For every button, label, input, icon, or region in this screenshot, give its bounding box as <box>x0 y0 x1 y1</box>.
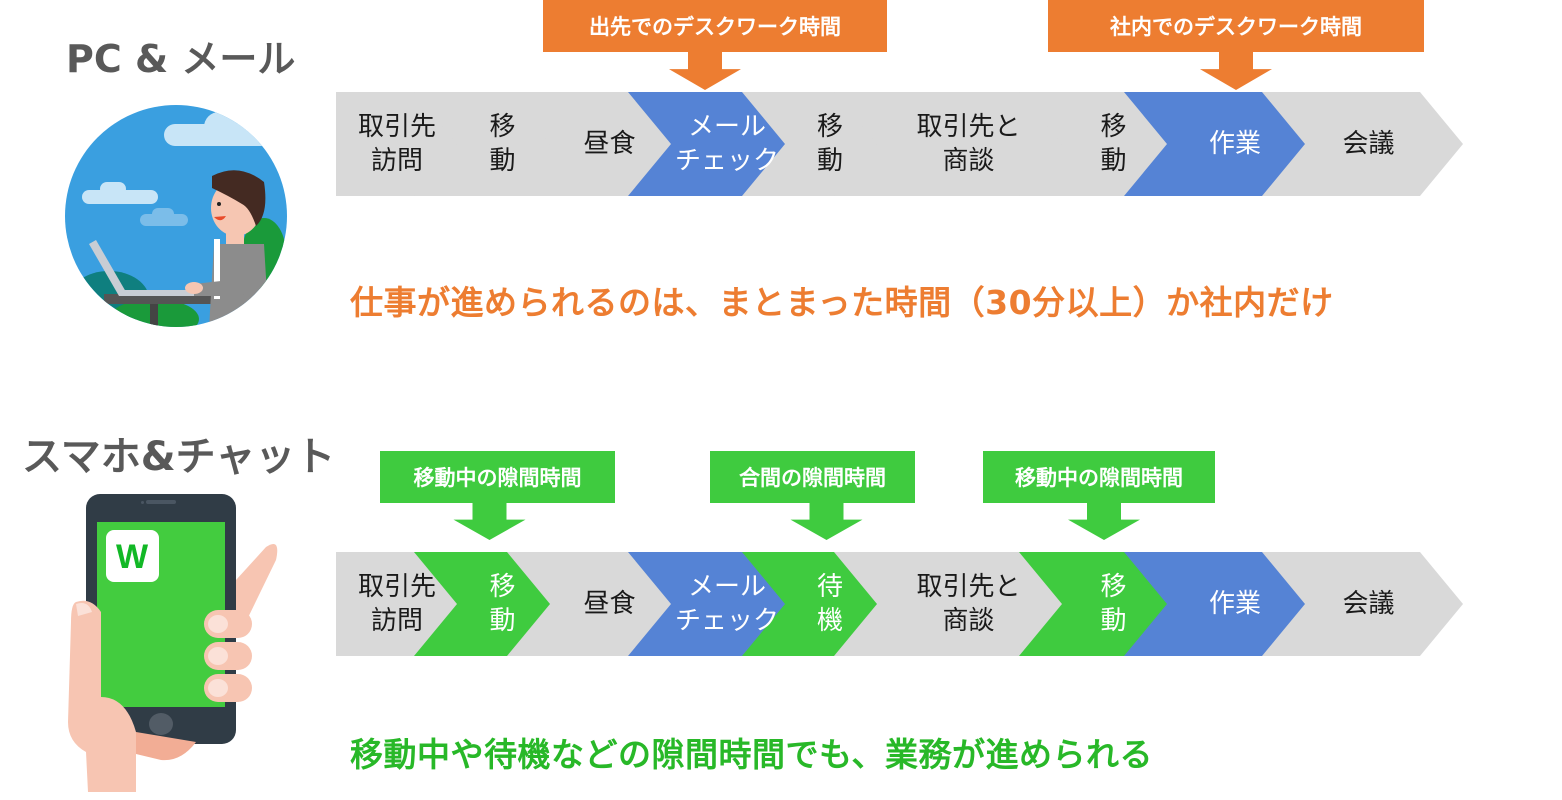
summary-pc-mail: 仕事が進められるのは、まとまった時間（30分以上）か社内だけ <box>350 283 1334 322</box>
chevron-segment <box>1262 552 1463 656</box>
app-icon-letter: W <box>116 538 149 576</box>
chevron-segment-label: 移 動 <box>489 112 516 176</box>
chevron-segment-label: 取引先と 商談 <box>916 112 1021 176</box>
chevron-segment-label: 移 動 <box>1100 112 1127 176</box>
chevron-segment <box>1124 92 1334 196</box>
chevron-segment <box>1124 552 1334 656</box>
chevron-segment-label: 作業 <box>1209 589 1262 619</box>
chevron-segment-label: 昼食 <box>583 589 636 619</box>
section-title-pc-mail: PC & メール <box>66 37 296 81</box>
chevron-segment <box>1262 92 1463 196</box>
hand-holding-smartphone-illustration: W <box>68 494 278 792</box>
down-arrow-icon <box>790 503 863 540</box>
chevron-segment-label: 移 動 <box>489 572 516 636</box>
summary-smartphone-chat: 移動中や待機などの隙間時間でも、業務が進められる <box>350 735 1154 774</box>
callout-box: 出先でのデスクワーク時間 <box>543 0 887 52</box>
down-arrow-icon <box>453 503 526 540</box>
chevron-segment-label: 会議 <box>1342 589 1395 619</box>
cloud-icon <box>82 190 158 204</box>
chevron-segment-label: 待 機 <box>817 572 844 636</box>
app-icon <box>106 530 159 582</box>
down-arrow-icon <box>1068 503 1140 540</box>
chevron-segment-label: 移 動 <box>1100 572 1127 636</box>
chevron-segment-label: メール チェック <box>675 572 780 636</box>
down-arrow-icon <box>669 52 741 90</box>
down-arrow-icon <box>1200 52 1272 90</box>
callout-box: 合間の隙間時間 <box>710 451 915 503</box>
callout-box: 移動中の隙間時間 <box>380 451 615 503</box>
chevron-segment-label: 取引先 訪問 <box>358 572 437 636</box>
chevron-segment-label: 取引先と 商談 <box>916 572 1021 636</box>
chevron-segment <box>834 92 1091 196</box>
callout-box: 移動中の隙間時間 <box>983 451 1215 503</box>
chevron-segment-label: 移 動 <box>817 112 844 176</box>
chevron-segment-label: メール チェック <box>675 112 780 176</box>
home-button-icon <box>149 713 173 735</box>
person-at-laptop-illustration <box>65 105 287 327</box>
section-title-smartphone-chat: スマホ&チャット <box>22 434 336 480</box>
callout-box: 社内でのデスクワーク時間 <box>1048 0 1424 52</box>
chevron-segment-label: 会議 <box>1342 129 1395 159</box>
chevron-segment-label: 昼食 <box>583 129 636 159</box>
chevron-segment <box>834 552 1091 656</box>
chevron-segment-label: 取引先 訪問 <box>358 112 437 176</box>
chevron-segment-label: 作業 <box>1209 129 1262 159</box>
